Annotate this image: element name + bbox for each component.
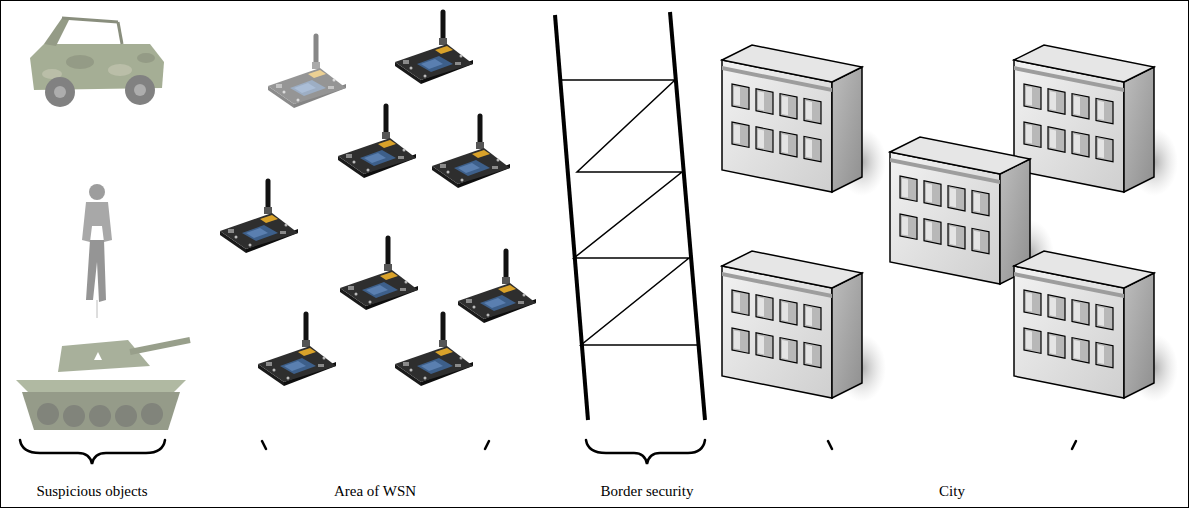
region-label: Border security bbox=[601, 482, 694, 500]
region-label: City bbox=[939, 482, 965, 500]
brace-marks bbox=[20, 440, 1076, 464]
region-label: Suspicious objects bbox=[36, 482, 147, 500]
region-label: Area of WSN bbox=[334, 482, 416, 500]
soldier-figure bbox=[82, 184, 112, 318]
border-fence bbox=[555, 12, 705, 420]
tank-figure bbox=[16, 340, 190, 430]
sensor-nodes bbox=[220, 12, 536, 386]
city-buildings bbox=[722, 45, 1178, 402]
jeep-figure bbox=[30, 18, 164, 107]
